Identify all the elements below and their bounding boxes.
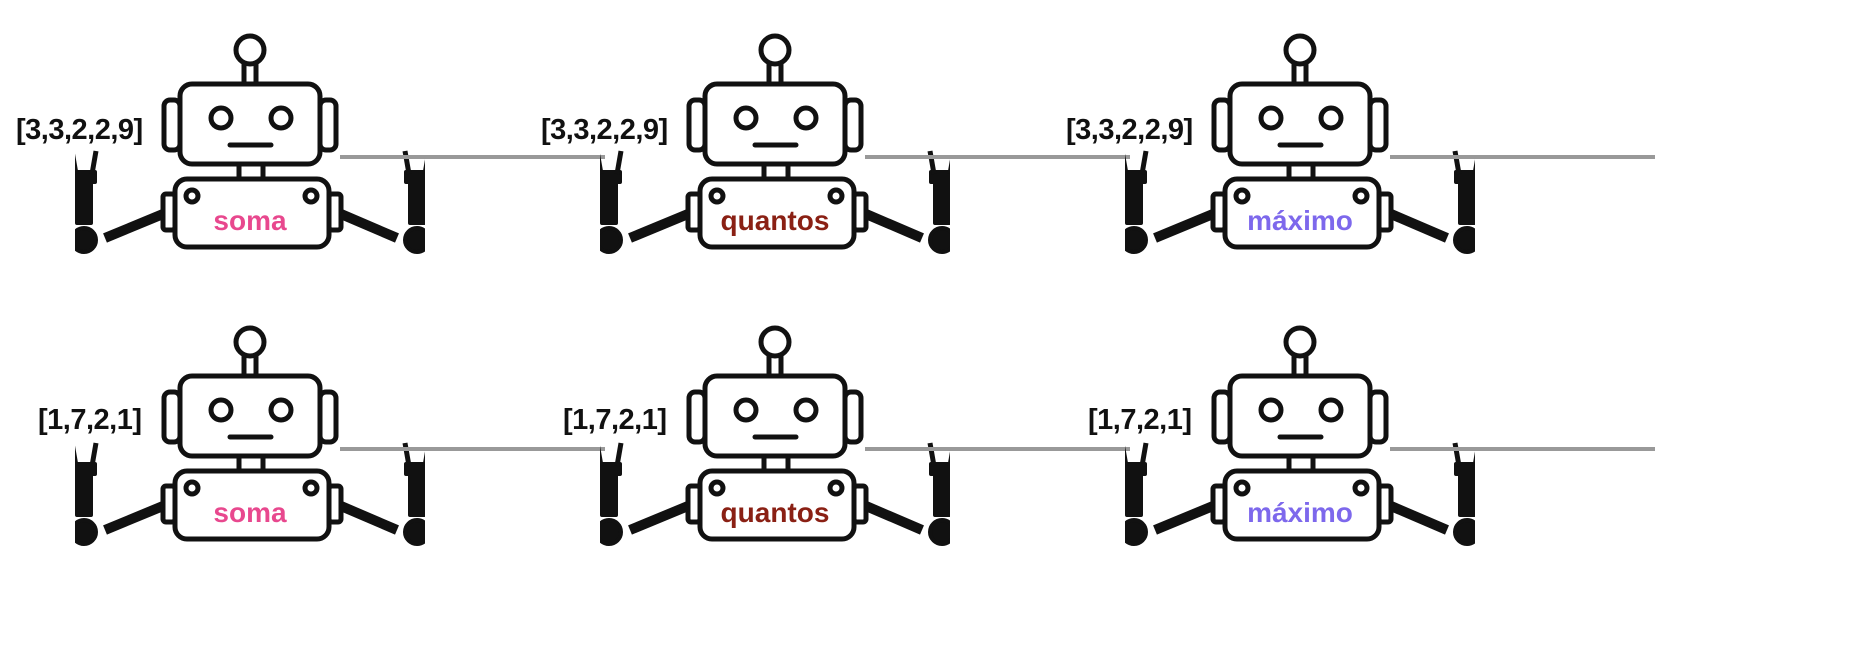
robot-ear-left [686,389,708,445]
input-list-label: [3,3,2,2,9] [1066,114,1193,146]
robot-ear-right [1367,389,1389,445]
robot-icon [594,24,957,254]
robot-ear-left [161,97,183,153]
robot-ear-right [317,389,339,445]
robot-ear-right [1367,97,1389,153]
antenna-ball [233,325,267,359]
function-name-label: quantos [720,205,830,236]
robot-ear-left [161,389,183,445]
robot-ear-left [1211,389,1233,445]
robot-ear-right [317,97,339,153]
robot-hand-left [1120,518,1148,546]
antenna-ball [758,325,792,359]
antenna-ball [1283,325,1317,359]
answer-blank-line[interactable] [865,155,1130,159]
function-name-label: máximo [1247,497,1353,528]
answer-blank-line[interactable] [340,155,605,159]
robot-ear-left [686,97,708,153]
robot-hand-left [595,518,623,546]
robot-cell: [3,3,2,2,9] soma [0,0,605,260]
function-name-label: soma [213,497,287,528]
input-list-label: [1,7,2,1] [38,404,142,436]
robot-icon [594,316,957,546]
robot-hand-right [1453,226,1481,254]
robot-hand-right [403,226,431,254]
robot-cell: [1,7,2,1] soma [0,292,605,552]
robot-head [1227,373,1373,459]
robot-hand-right [928,226,956,254]
robot-hand-left [1120,226,1148,254]
antenna-ball [758,33,792,67]
robot-hand-right [928,518,956,546]
robot-eye-left [208,105,234,131]
robot-head [702,373,848,459]
robot-eye-left [1258,397,1284,423]
robot-eye-right [1318,105,1344,131]
robot-ear-right [842,389,864,445]
robot-icon [69,316,432,546]
answer-blank-line[interactable] [1390,155,1655,159]
robot-ear-right [842,97,864,153]
robot-icon [69,24,432,254]
function-name-label: máximo [1247,205,1353,236]
robot-hand-right [403,518,431,546]
robot-ear-left [1211,97,1233,153]
robot-hand-left [595,226,623,254]
robot-eye-right [268,397,294,423]
robot-head [1227,81,1373,167]
robot-cell: [3,3,2,2,9] quantos [525,0,1130,260]
answer-blank-line[interactable] [865,447,1130,451]
antenna-ball [233,33,267,67]
robot-eye-right [793,105,819,131]
answer-blank-line[interactable] [340,447,605,451]
function-name-label: soma [213,205,287,236]
input-list-label: [3,3,2,2,9] [16,114,143,146]
robot-eye-left [1258,105,1284,131]
robot-head [177,81,323,167]
function-name-label: quantos [720,497,830,528]
robot-eye-left [733,397,759,423]
robot-eye-right [793,397,819,423]
robot-cell: [3,3,2,2,9] máximo [1050,0,1655,260]
robot-hand-right [1453,518,1481,546]
robot-cell: [1,7,2,1] máximo [1050,292,1655,552]
robot-hand-left [70,518,98,546]
input-list-label: [1,7,2,1] [563,404,667,436]
robot-head [702,81,848,167]
input-list-label: [1,7,2,1] [1088,404,1192,436]
robot-hand-left [70,226,98,254]
robot-eye-right [268,105,294,131]
robot-icon [1119,316,1482,546]
robot-eye-right [1318,397,1344,423]
robot-cell: [1,7,2,1] quantos [525,292,1130,552]
robot-eye-left [733,105,759,131]
antenna-ball [1283,33,1317,67]
input-list-label: [3,3,2,2,9] [541,114,668,146]
answer-blank-line[interactable] [1390,447,1655,451]
robot-head [177,373,323,459]
robot-eye-left [208,397,234,423]
